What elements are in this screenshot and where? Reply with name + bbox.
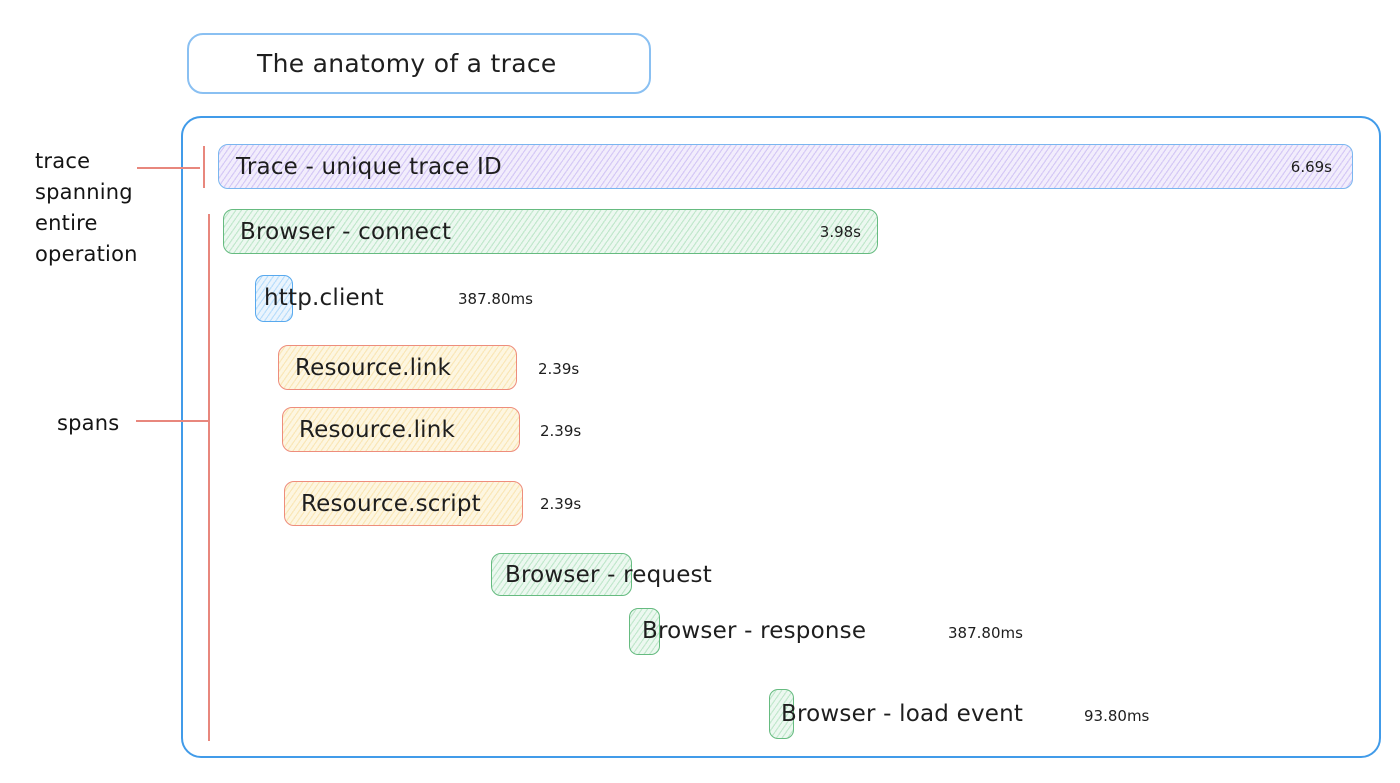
span-duration: 387.80ms — [458, 290, 533, 308]
span-duration: 2.39s — [540, 422, 582, 440]
span-label: Browser - connect — [240, 218, 452, 245]
trace-annotation-line: spanning — [35, 180, 133, 204]
spans-annotation: spans — [57, 408, 119, 439]
trace-span-label: Trace - unique trace ID — [236, 153, 502, 180]
span-resource-link: Resource.link — [278, 345, 517, 390]
trace-annotation-line: trace — [35, 149, 91, 173]
span-duration: 387.80ms — [948, 624, 1023, 642]
trace-annotation: trace spanning entire operation — [35, 146, 138, 270]
span-label: Browser - request — [505, 562, 712, 588]
trace-annotation-line: entire — [35, 211, 98, 235]
span-label: Resource.link — [295, 354, 452, 381]
span-duration: 3.98s — [819, 222, 861, 241]
trace-span-duration: 6.69s — [1290, 157, 1332, 176]
spans-bracket-line — [208, 214, 210, 741]
span-label: Browser - response — [642, 618, 867, 644]
title-box: The anatomy of a trace — [187, 33, 651, 94]
span-resource-link: Resource.link — [282, 407, 520, 452]
span-duration: 93.80ms — [1084, 707, 1150, 725]
span-label: Browser - load event — [781, 701, 1024, 727]
spans-annotation-label: spans — [57, 411, 120, 435]
span-duration: 2.39s — [540, 495, 582, 513]
span-http-client-box — [255, 275, 293, 322]
trace-pointer-line — [137, 167, 200, 169]
trace-annotation-line: operation — [35, 242, 138, 266]
spans-pointer-line — [136, 420, 209, 422]
span-browser-load-event-box — [769, 689, 794, 739]
span-duration: 2.39s — [538, 360, 580, 378]
span-browser-response-box — [629, 608, 660, 655]
span-label: Resource.script — [301, 490, 481, 517]
trace-container-frame — [181, 116, 1381, 758]
diagram-title: The anatomy of a trace — [257, 49, 557, 78]
trace-pointer-tick — [203, 146, 205, 188]
span-resource-script: Resource.script — [284, 481, 523, 526]
trace-span-bar: Trace - unique trace ID 6.69s — [218, 144, 1353, 189]
span-browser-connect: Browser - connect 3.98s — [223, 209, 878, 254]
span-browser-request-box — [491, 553, 632, 596]
span-label: Resource.link — [299, 416, 456, 443]
span-label: http.client — [264, 285, 384, 311]
